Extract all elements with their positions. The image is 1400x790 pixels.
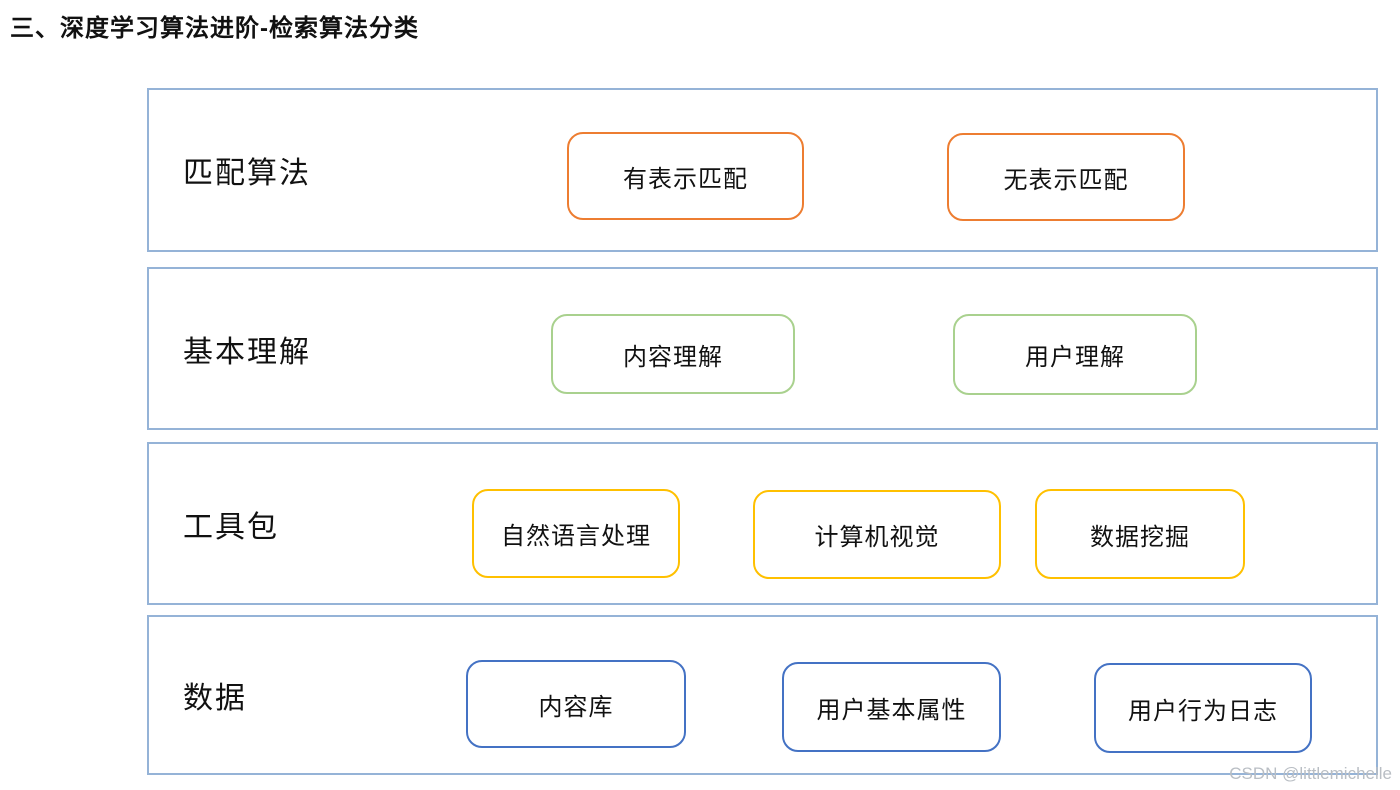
node-box: 用户行为日志: [1094, 663, 1312, 753]
node-box: 内容理解: [551, 314, 795, 394]
layer-data: 数据 内容库 用户基本属性 用户行为日志: [147, 615, 1378, 775]
node-box: 自然语言处理: [472, 489, 680, 578]
node-box: 内容库: [466, 660, 686, 748]
layer-label: 基本理解: [183, 335, 311, 369]
layer-label: 工具包: [183, 510, 279, 544]
node-box: 用户基本属性: [782, 662, 1001, 752]
layer-matching-algorithms: 匹配算法 有表示匹配 无表示匹配: [147, 88, 1378, 252]
node-box: 用户理解: [953, 314, 1197, 395]
node-box: 计算机视觉: [753, 490, 1001, 579]
node-box: 无表示匹配: [947, 133, 1185, 221]
layer-label: 匹配算法: [183, 157, 311, 190]
layer-basic-understanding: 基本理解 内容理解 用户理解: [147, 267, 1378, 430]
layer-toolkit: 工具包 自然语言处理 计算机视觉 数据挖掘: [147, 442, 1378, 605]
node-box: 有表示匹配: [567, 132, 804, 220]
page-title: 三、深度学习算法进阶-检索算法分类: [10, 15, 419, 42]
node-box: 数据挖掘: [1035, 489, 1245, 579]
csdn-watermark: CSDN @littlemichelle: [1229, 764, 1392, 783]
layer-label: 数据: [183, 682, 247, 715]
